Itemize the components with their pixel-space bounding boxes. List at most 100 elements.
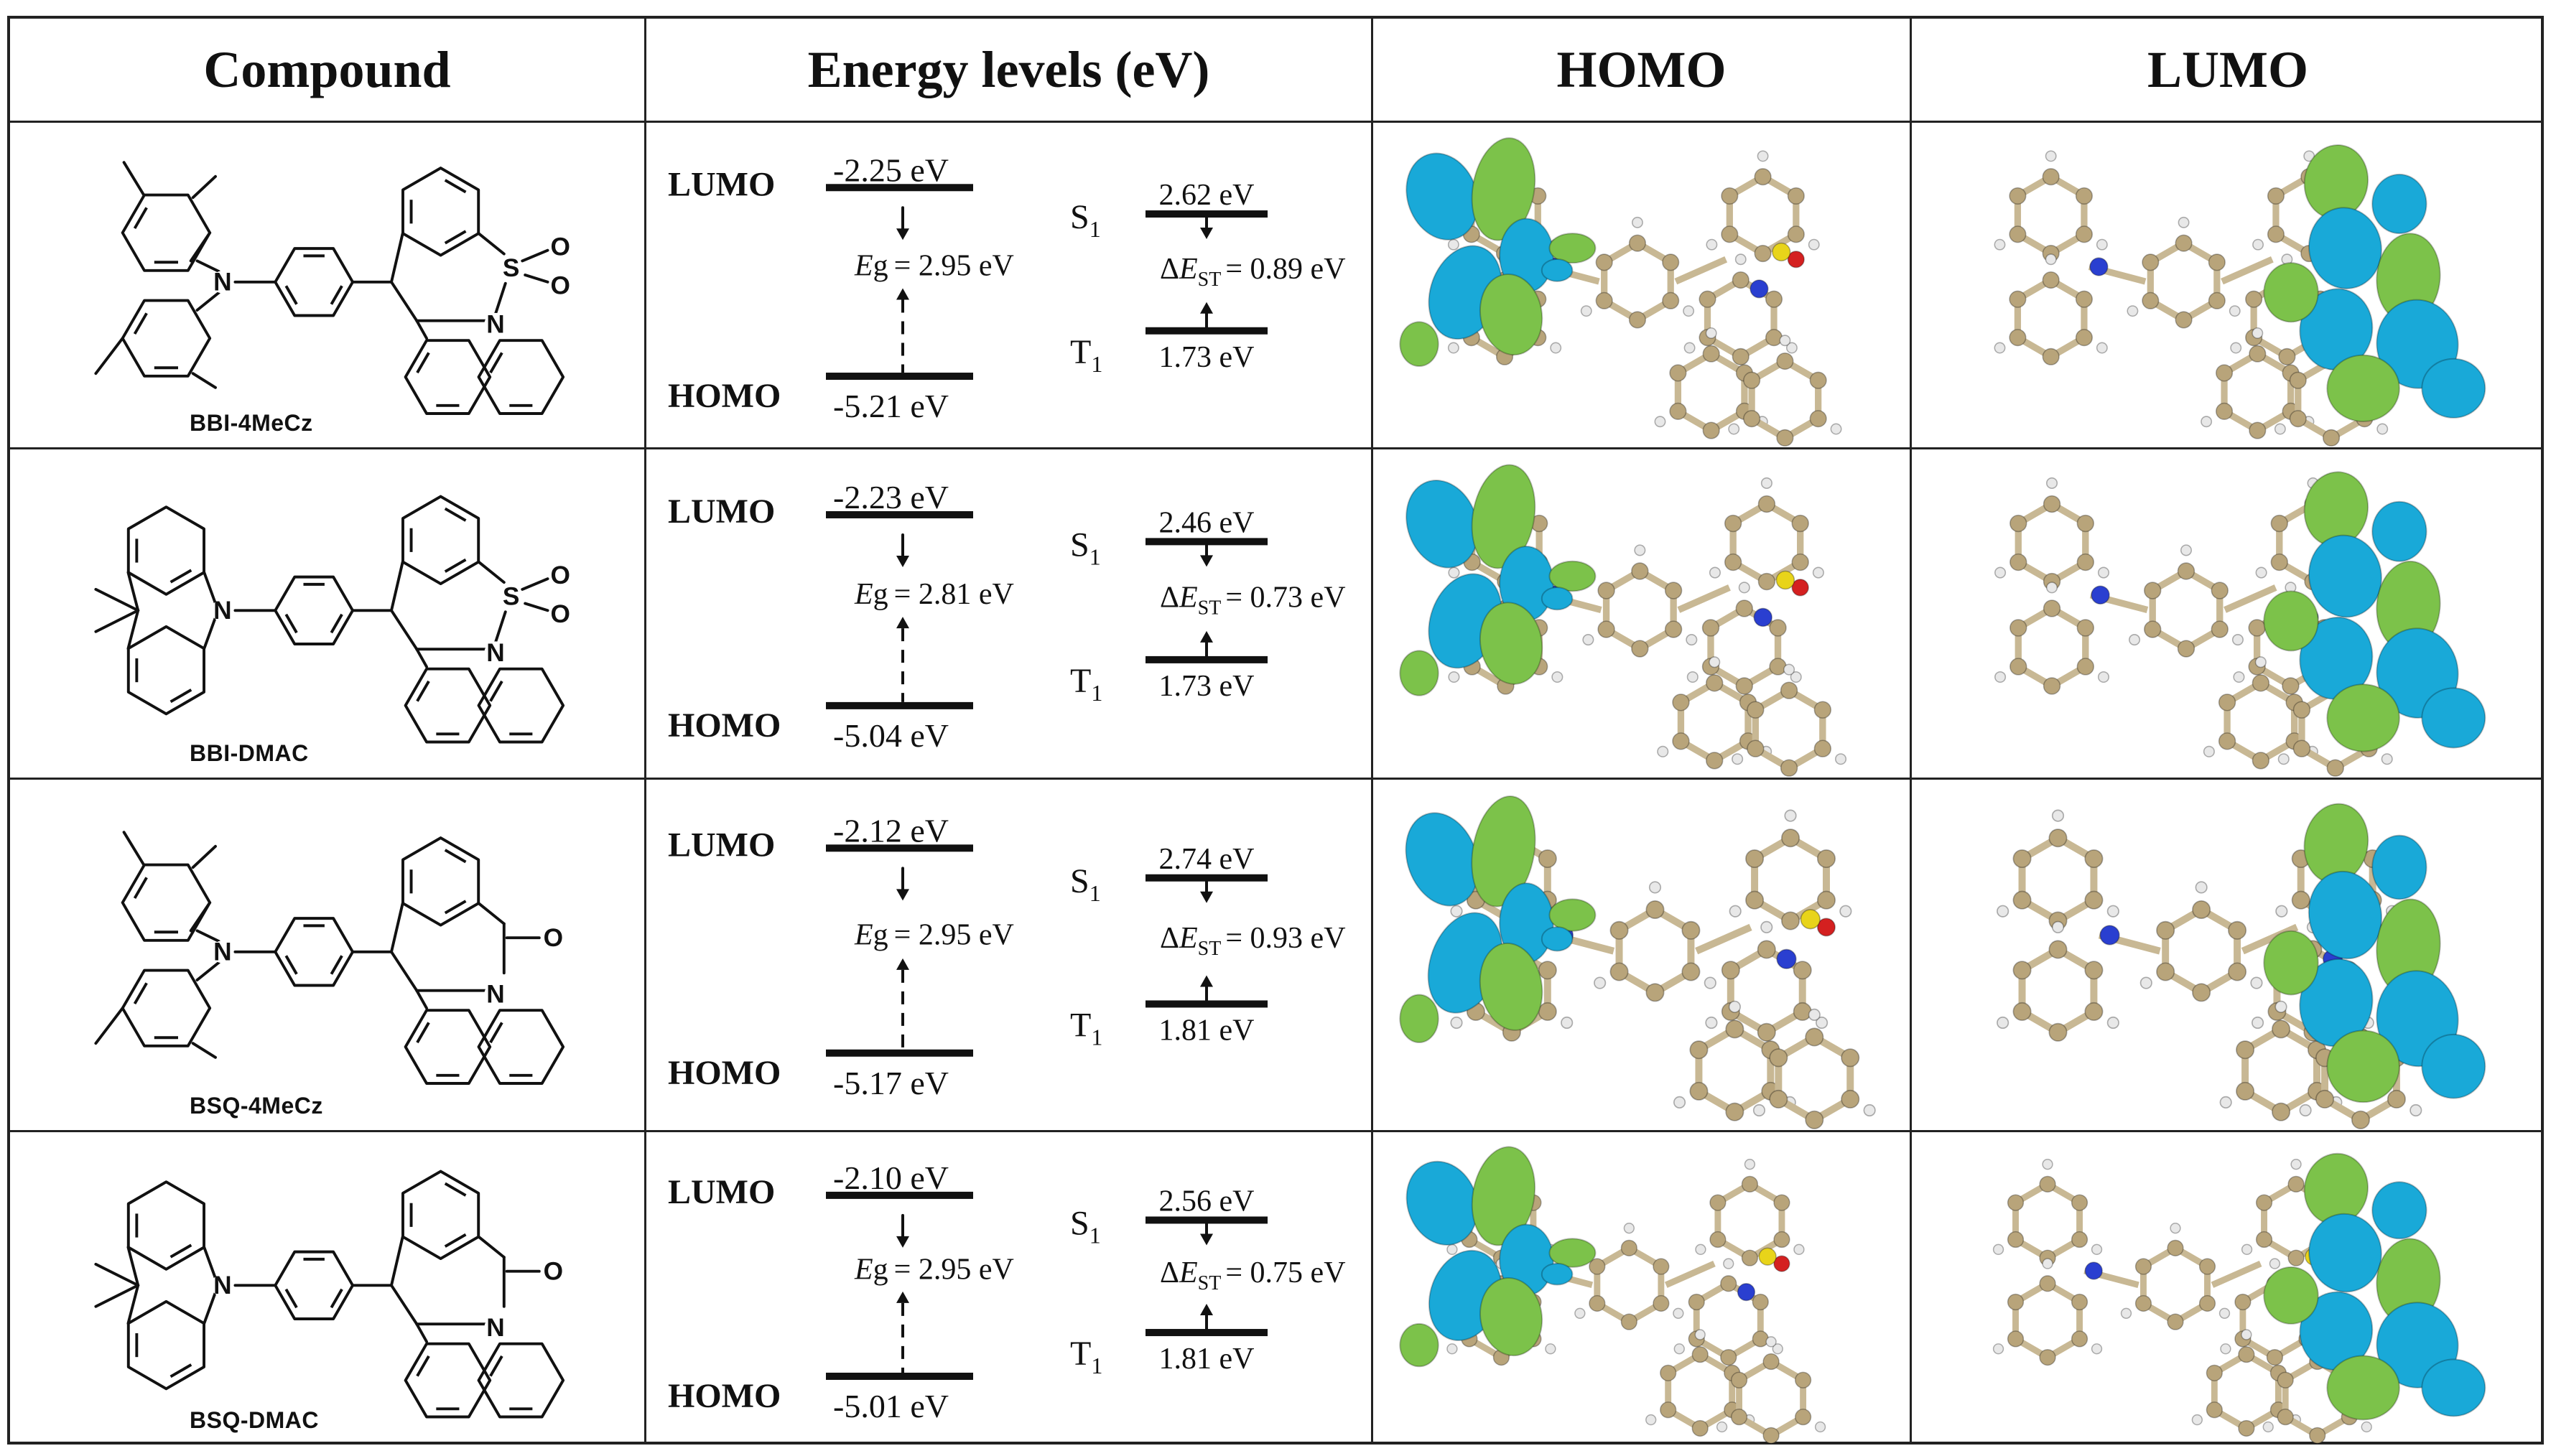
atom-background xyxy=(211,941,234,963)
header-homo: HOMO xyxy=(1556,40,1727,98)
hydrogen-atom xyxy=(2051,809,2065,822)
carbon-atom xyxy=(1628,234,1647,252)
hydrogen-atom xyxy=(2045,477,2058,489)
carbon-atom xyxy=(2215,364,2234,382)
carbon-atom xyxy=(1813,739,1832,757)
dest-value: ΔEST= 0.75 eV xyxy=(1160,1256,1346,1294)
s1-value: 2.62 eV xyxy=(1159,179,1255,212)
eg-value: Eg= 2.95 eV xyxy=(854,249,1014,282)
orbital-lobe xyxy=(1479,602,1543,685)
t1-symbol: T xyxy=(1070,333,1091,371)
carbon-atom xyxy=(2252,674,2270,692)
carbon-atom xyxy=(2208,291,2226,309)
bond xyxy=(195,291,220,312)
double-bond xyxy=(489,680,503,702)
homo-level-bar xyxy=(826,1049,973,1057)
hydrogen-atom xyxy=(2299,1103,2312,1117)
dest-subscript: ST xyxy=(1198,597,1222,619)
carbon-atom xyxy=(2255,1231,2273,1249)
hydrogen-atom xyxy=(1545,1343,1556,1355)
hydrogen-atom xyxy=(2091,1343,2103,1355)
carbon-atom xyxy=(1732,347,1750,365)
atom-background xyxy=(211,599,234,622)
oxygen-atom: O xyxy=(550,271,570,299)
carbon-atom xyxy=(1721,187,1739,205)
lumo-orbital-render xyxy=(1997,803,2486,1129)
eg-suffix: g xyxy=(873,1253,888,1286)
bond-ring xyxy=(1752,686,1826,773)
orbital-lobe xyxy=(1541,926,1574,952)
bond xyxy=(390,560,404,612)
t1-level-bar xyxy=(1146,1000,1268,1008)
atom-background xyxy=(549,274,572,297)
arrow-head xyxy=(1200,1304,1213,1316)
bond xyxy=(195,929,220,943)
hydrogen-atom xyxy=(1447,342,1459,354)
s1-level-bar xyxy=(1146,210,1268,218)
hydrogen-atom xyxy=(2201,416,2213,428)
sulfur-atom: S xyxy=(503,254,520,282)
orbital-lobe xyxy=(1471,795,1536,907)
homo-label: HOMO xyxy=(668,1054,781,1092)
hydrogen-atom xyxy=(1779,335,1791,347)
hydrogen-atom xyxy=(2303,150,2315,162)
orbital-lobe xyxy=(1548,560,1597,592)
bond-ring xyxy=(1677,678,1752,765)
carbon-atom xyxy=(2043,677,2061,695)
t1-level-bar xyxy=(1146,327,1268,335)
t1-label: T1 xyxy=(1070,662,1102,706)
carbon-atom xyxy=(1620,1239,1637,1256)
orbital-lobe xyxy=(2263,1266,2319,1325)
bond-ring xyxy=(2147,239,2221,324)
carbon-atom xyxy=(1793,1002,1812,1021)
homo-orbital-render xyxy=(1399,795,1876,1129)
carbon-atom xyxy=(2048,829,2068,848)
lumo-level-bar xyxy=(826,844,973,852)
double-bond xyxy=(284,613,298,634)
hydrogen-atom xyxy=(2170,1223,2181,1234)
row-divider xyxy=(10,447,2541,449)
bond-ring xyxy=(1665,1350,1736,1432)
orbital-lobe xyxy=(2371,173,2427,235)
methyl-group xyxy=(94,587,140,612)
carbon-atom xyxy=(2272,1102,2291,1121)
dest-number: = 0.73 eV xyxy=(1225,581,1345,614)
acridine-ring-bottom xyxy=(126,625,205,716)
carbon-atom xyxy=(1709,1194,1727,1211)
carbon-atom xyxy=(1721,225,1739,243)
hydrogen-atom xyxy=(2251,1016,2264,1030)
carbon-atom xyxy=(2287,1249,2305,1266)
hydrogen-atom xyxy=(2277,753,2290,765)
orbital-lobe xyxy=(2299,616,2374,700)
carbon-atom xyxy=(1816,849,1836,869)
nitrogen-atom: N xyxy=(213,1271,231,1299)
carbon-atom xyxy=(2075,187,2094,205)
dest-value: ΔEST= 0.93 eV xyxy=(1160,922,1346,960)
s1-value: 2.56 eV xyxy=(1159,1185,1255,1218)
carbon-atom xyxy=(1769,658,1787,676)
oxygen-atom: O xyxy=(550,233,570,261)
methyl-group xyxy=(122,161,146,197)
carbon-atom xyxy=(2175,234,2193,252)
orbital-lobe xyxy=(2299,1291,2374,1371)
hydrogen-atom xyxy=(1683,342,1696,354)
acridine-ring-top xyxy=(126,1180,205,1271)
t1-subscript: 1 xyxy=(1091,1353,1102,1378)
carbon-atom xyxy=(1732,271,1750,289)
carbon-atom xyxy=(1691,1346,1709,1363)
lumo-orbital-render xyxy=(1992,1152,2486,1444)
carbon-atom xyxy=(2289,371,2307,389)
double-bond xyxy=(416,1022,430,1044)
double-bond xyxy=(330,1288,343,1309)
delta-symbol: Δ xyxy=(1160,1256,1179,1289)
carbon-atom xyxy=(2012,1002,2032,1021)
carbon-atom xyxy=(2255,1194,2273,1211)
carbon-atom xyxy=(1669,364,1687,382)
lumo-orbital-image xyxy=(1994,471,2486,777)
carbon-atom xyxy=(2084,961,2104,980)
carbon-atom xyxy=(2266,1348,2284,1366)
nitrogen-atom xyxy=(1737,1283,1756,1302)
carbon-atom xyxy=(1660,1364,1677,1381)
homo-orbital-render xyxy=(1399,137,1842,447)
